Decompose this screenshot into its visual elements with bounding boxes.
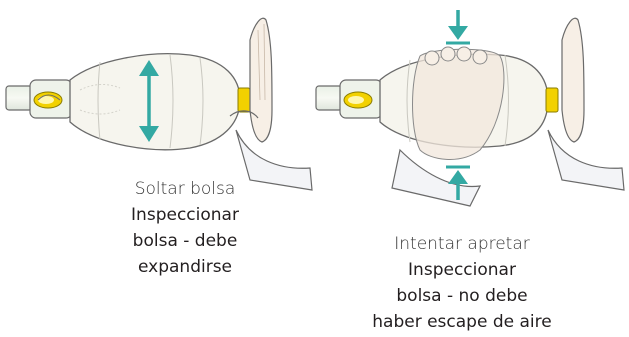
caption-line: Inspeccionar (131, 205, 239, 225)
right-panel-art (315, 10, 625, 207)
mask-connector-right (315, 79, 383, 119)
hand-left (229, 17, 313, 191)
squeeze-arrow-bottom-icon (446, 165, 470, 200)
expand-arrow-icon (139, 60, 159, 142)
caption-line: Inspeccionar (408, 260, 516, 280)
mask-connector-left (5, 79, 73, 119)
caption-title: Soltar bolsa (134, 179, 236, 199)
bag-left (69, 53, 241, 151)
caption-line: haber escape de aire (372, 312, 552, 332)
caption-squeeze: Intentar apretar Inspeccionar bolsa - no… (332, 231, 592, 335)
caption-line: expandirse (137, 257, 233, 277)
squeeze-arrow-top-icon (446, 10, 470, 45)
valve-right (545, 87, 559, 113)
hand-right (547, 17, 625, 191)
left-panel-art (5, 17, 313, 191)
valve-left (237, 87, 251, 113)
caption-release: Soltar bolsa Inspeccionar bolsa - debe e… (80, 176, 290, 280)
caption-line: bolsa - no debe (396, 286, 528, 306)
caption-line: bolsa - debe (132, 231, 238, 251)
caption-title: Intentar apretar (394, 234, 530, 254)
